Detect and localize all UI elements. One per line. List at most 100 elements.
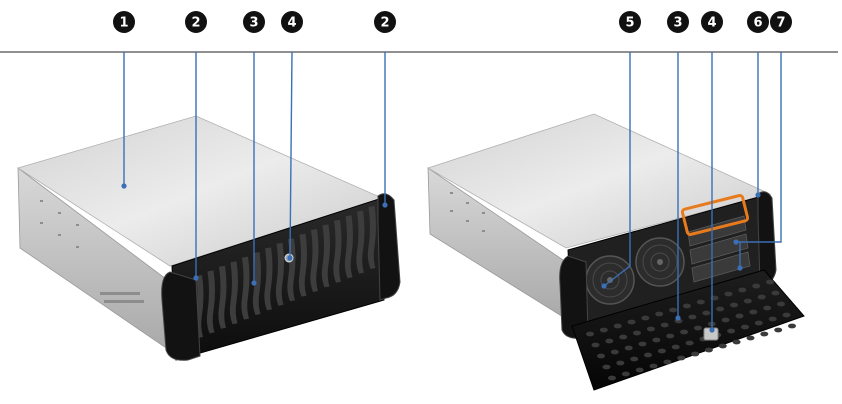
door-hole bbox=[746, 335, 755, 341]
callout-badge bbox=[747, 11, 769, 33]
door-hole bbox=[627, 319, 636, 325]
leader-line-c5 bbox=[603, 52, 631, 287]
callout-badge bbox=[243, 11, 265, 33]
door-hole bbox=[771, 290, 780, 296]
callout-badge bbox=[770, 11, 792, 33]
leader-dots bbox=[121, 183, 761, 333]
door-hole bbox=[671, 344, 680, 350]
door-hole bbox=[646, 326, 655, 332]
grille-slot bbox=[367, 206, 376, 269]
grille-slot bbox=[321, 224, 330, 288]
door-hole bbox=[602, 364, 611, 370]
door-hole bbox=[757, 294, 766, 300]
door-hole bbox=[599, 327, 608, 333]
door-hole bbox=[630, 356, 639, 362]
chassis-open bbox=[427, 113, 805, 391]
callout-badge bbox=[281, 11, 303, 33]
grille-slot bbox=[310, 229, 319, 292]
door-hole bbox=[669, 307, 678, 313]
door-hole bbox=[702, 310, 711, 316]
grille-slot bbox=[356, 210, 365, 274]
callout-badge bbox=[701, 11, 723, 33]
grille-slot bbox=[206, 270, 215, 334]
door-perforation bbox=[586, 279, 796, 381]
door-hole bbox=[633, 330, 641, 336]
leader-dot-c1 bbox=[121, 183, 127, 189]
door-hole bbox=[788, 323, 796, 329]
door-hole bbox=[688, 314, 697, 320]
door-hole bbox=[652, 337, 661, 343]
door-hole bbox=[782, 312, 791, 318]
leader-dot-c3a bbox=[251, 280, 257, 286]
door-hole bbox=[605, 338, 614, 344]
door-hole bbox=[685, 340, 694, 346]
door-hole bbox=[657, 348, 666, 354]
door-hole bbox=[682, 303, 691, 309]
callout-number: 6 bbox=[753, 16, 762, 31]
grille-slot bbox=[287, 238, 296, 302]
callout-number: 3 bbox=[673, 16, 682, 31]
callout-c2a: 2 bbox=[185, 11, 207, 33]
door-hole bbox=[738, 287, 747, 293]
leader-dot-c2a bbox=[193, 275, 199, 281]
door-hole bbox=[741, 324, 749, 330]
door-hole bbox=[777, 301, 785, 307]
door-hole bbox=[727, 328, 736, 334]
door-hole bbox=[624, 345, 633, 351]
door-hole bbox=[768, 316, 777, 322]
left-handle bbox=[161, 271, 201, 361]
door-hole bbox=[721, 317, 730, 323]
grille-slot bbox=[298, 233, 307, 297]
leader-dot-c4a bbox=[287, 255, 293, 261]
side-vents-2 bbox=[450, 192, 485, 232]
callout-c4a: 4 bbox=[281, 11, 303, 33]
chassis-closed bbox=[17, 115, 401, 361]
door-hole bbox=[619, 334, 628, 340]
callout-c3a: 3 bbox=[243, 11, 265, 33]
callout-number: 4 bbox=[287, 16, 296, 31]
right-handle bbox=[377, 193, 401, 301]
door-hole bbox=[638, 341, 647, 347]
door-hole bbox=[774, 327, 783, 333]
callout-number: 2 bbox=[191, 16, 200, 31]
door-hole bbox=[635, 367, 644, 373]
door-hole bbox=[766, 279, 774, 285]
door-hole bbox=[730, 302, 738, 308]
right-handle-2 bbox=[757, 191, 777, 285]
front-fan-1 bbox=[585, 255, 635, 305]
door-hole bbox=[663, 359, 672, 365]
callout-c2b: 2 bbox=[374, 11, 396, 33]
grille-slot bbox=[275, 242, 284, 306]
door-hole bbox=[680, 329, 689, 335]
door-hole bbox=[718, 343, 727, 349]
callout-badge bbox=[619, 11, 641, 33]
door-hole bbox=[754, 320, 763, 326]
leader-dot-extra-0 bbox=[737, 265, 743, 271]
door-hole bbox=[586, 331, 594, 337]
door-hole bbox=[677, 355, 686, 361]
leader-dot-c5 bbox=[601, 283, 607, 289]
door-hole bbox=[660, 322, 669, 328]
door-hole bbox=[649, 363, 658, 369]
grille-slot bbox=[218, 265, 227, 329]
door-hole bbox=[608, 375, 616, 381]
door-hole bbox=[610, 349, 619, 355]
door-hole bbox=[735, 313, 744, 319]
leader-dot-c7 bbox=[733, 239, 739, 245]
door-hole bbox=[724, 291, 733, 297]
callout-c7: 7 bbox=[770, 11, 792, 33]
grille-slot bbox=[252, 252, 261, 315]
chassis-top-cover-2 bbox=[427, 113, 772, 249]
door-hole bbox=[732, 339, 741, 345]
callout-badge bbox=[185, 11, 207, 33]
leader-dot-c4b bbox=[709, 327, 715, 333]
door-hole bbox=[743, 298, 752, 304]
leader-dot-c6 bbox=[755, 192, 761, 198]
leader-dot-c3b bbox=[675, 315, 681, 321]
grille-slot bbox=[241, 256, 250, 320]
callout-c5: 5 bbox=[619, 11, 641, 33]
grille-slot bbox=[229, 261, 238, 325]
callout-number: 2 bbox=[380, 16, 389, 31]
door-hole bbox=[644, 352, 652, 358]
